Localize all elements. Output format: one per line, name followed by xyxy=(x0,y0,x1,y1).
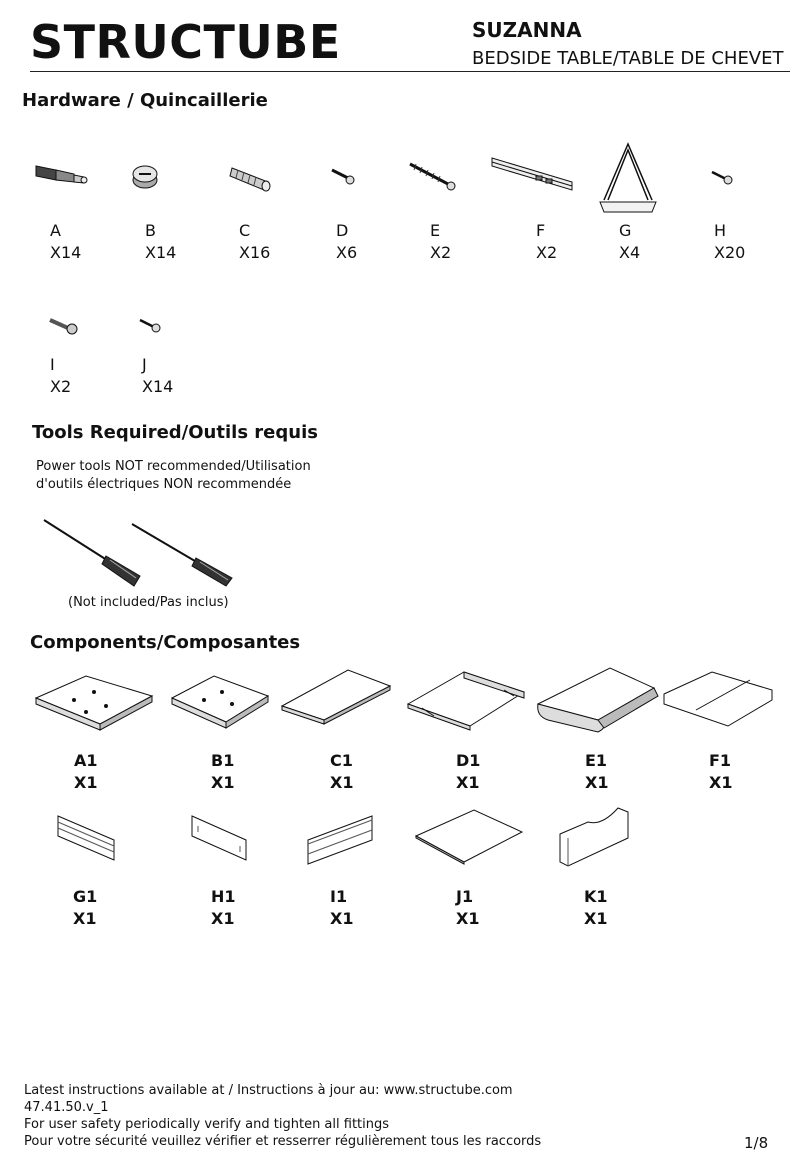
component-F1: F1 X1 xyxy=(709,751,733,792)
panel-with-holes-icon xyxy=(170,674,270,732)
component-H1: H1 X1 xyxy=(211,887,236,928)
hardware-item-J: J X14 xyxy=(142,355,174,396)
footer-instructions-url: Latest instructions available at / Instr… xyxy=(24,1083,513,1098)
screwdriver-flat-icon xyxy=(128,520,240,586)
component-B1: B1 X1 xyxy=(211,751,235,792)
hardware-item-D: D X6 xyxy=(336,221,358,262)
hardware-item-B: B X14 xyxy=(145,221,177,262)
component-I1: I1 X1 xyxy=(330,887,354,928)
side-board-icon xyxy=(306,814,374,866)
component-K1: K1 X1 xyxy=(584,887,608,928)
product-subtitle: BEDSIDE TABLE/TABLE DE CHEVET xyxy=(472,48,784,69)
hardware-item-E: E X2 xyxy=(430,221,452,262)
tools-title: Tools Required/Outils requis xyxy=(32,422,318,443)
component-G1: G1 X1 xyxy=(73,887,98,928)
hardware-item-F: F X2 xyxy=(536,221,558,262)
component-D1: D1 X1 xyxy=(456,751,481,792)
not-included-note: (Not included/Pas inclus) xyxy=(68,595,229,610)
hardware-item-C: C X16 xyxy=(239,221,271,262)
wood-dowel-icon xyxy=(228,162,276,194)
hardware-item-A: A X14 xyxy=(50,221,82,262)
machine-bolt-icon xyxy=(48,316,80,336)
rail-board-icon xyxy=(56,814,116,864)
long-screw-icon xyxy=(408,160,458,194)
drawer-frame-icon xyxy=(404,664,528,732)
top-panel-icon xyxy=(662,670,774,730)
component-C1: C1 X1 xyxy=(330,751,354,792)
drawer-slide-icon xyxy=(490,156,576,192)
footer-safety-fr: Pour votre sécurité veuillez vérifier et… xyxy=(24,1134,542,1149)
footer-document-code: 47.41.50.v_1 xyxy=(24,1100,109,1115)
rail-board-icon xyxy=(190,814,248,864)
flat-panel-icon xyxy=(280,668,392,724)
footer-notes: Latest instructions available at / Instr… xyxy=(24,1082,541,1150)
page-number: 1/8 xyxy=(744,1134,769,1152)
product-name: SUZANNA xyxy=(472,18,582,42)
curved-panel-icon xyxy=(534,666,660,736)
small-screw-icon xyxy=(710,168,736,188)
component-A1: A1 X1 xyxy=(74,751,98,792)
hardware-item-H: H X20 xyxy=(714,221,746,262)
hardware-title: Hardware / Quincaillerie xyxy=(22,90,268,111)
cam-lock-icon xyxy=(130,162,160,190)
component-J1: J1 X1 xyxy=(456,887,480,928)
hardware-item-I: I X2 xyxy=(50,355,72,396)
panel-with-holes-icon xyxy=(34,674,154,732)
screw-icon xyxy=(330,166,358,188)
brand-logo: STRUCTUBE xyxy=(30,15,341,69)
screwdriver-phillips-icon xyxy=(40,516,150,586)
components-title: Components/Composantes xyxy=(30,632,301,653)
tools-note: Power tools NOT recommended/Utilisation … xyxy=(36,459,311,492)
drawer-front-icon xyxy=(558,806,630,870)
hardware-item-G: G X4 xyxy=(619,221,641,262)
footer-safety-en: For user safety periodically verify and … xyxy=(24,1117,390,1132)
header-divider xyxy=(30,71,790,72)
small-screw-icon xyxy=(138,316,164,336)
hairpin-leg-icon xyxy=(598,140,662,216)
component-E1: E1 X1 xyxy=(585,751,609,792)
thin-sheet-icon xyxy=(414,808,524,868)
cam-bolt-icon xyxy=(34,160,90,190)
